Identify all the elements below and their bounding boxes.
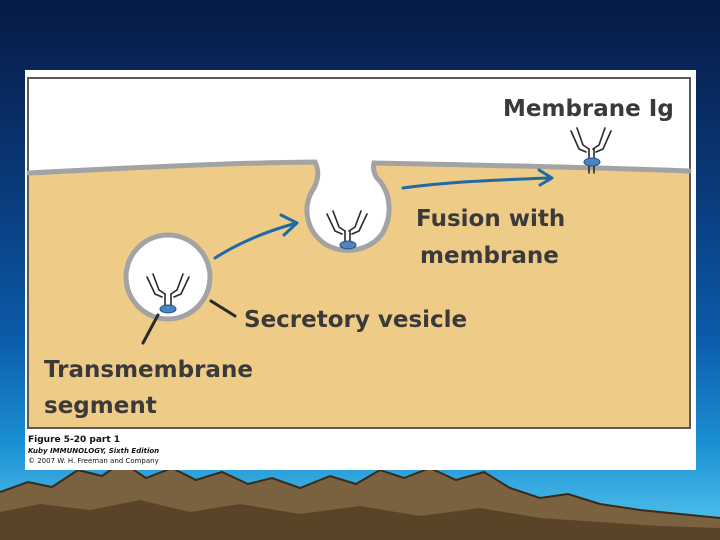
cytoplasm (29, 162, 689, 427)
mountain-ridge (0, 460, 720, 519)
arrowhead-2 (537, 168, 554, 187)
caption-figure-number: Figure 5-20 part 1 (28, 435, 121, 445)
label-secretory-vesicle: Secretory vesicle (244, 307, 467, 333)
leader-secretory-vesicle (209, 299, 237, 318)
plasma-membrane (26, 159, 692, 253)
antibody-in-vesicle (146, 273, 190, 311)
anchor-membrane (583, 157, 601, 167)
anchor-vesicle (159, 304, 177, 314)
arrow-vesicle-to-membrane (213, 222, 295, 260)
mountain-shadow (0, 500, 720, 540)
label-transmembrane-line2: segment (44, 393, 157, 419)
diagram: Membrane Ig Fusion with membrane Secreto… (26, 77, 692, 429)
anchor-fusing (339, 240, 357, 250)
caption-book-title: Kuby IMMUNOLOGY, Sixth Edition (28, 447, 160, 455)
caption-copyright: © 2007 W. H. Freeman and Company (28, 457, 159, 465)
label-transmembrane-line1: Transmembrane (44, 357, 253, 383)
leader-transmembrane (141, 313, 160, 345)
label-fusion-line1: Fusion with (416, 206, 565, 232)
figure-panel: Membrane Ig Fusion with membrane Secreto… (25, 70, 696, 470)
arrow-fusion-to-ig (401, 176, 550, 190)
arrowhead-1 (279, 213, 299, 237)
figure-caption: Figure 5-20 part 1 Kuby IMMUNOLOGY, Sixt… (28, 435, 688, 466)
secretory-vesicle (123, 232, 213, 322)
label-membrane-ig: Membrane Ig (503, 96, 674, 122)
label-fusion-line2: membrane (420, 243, 559, 269)
